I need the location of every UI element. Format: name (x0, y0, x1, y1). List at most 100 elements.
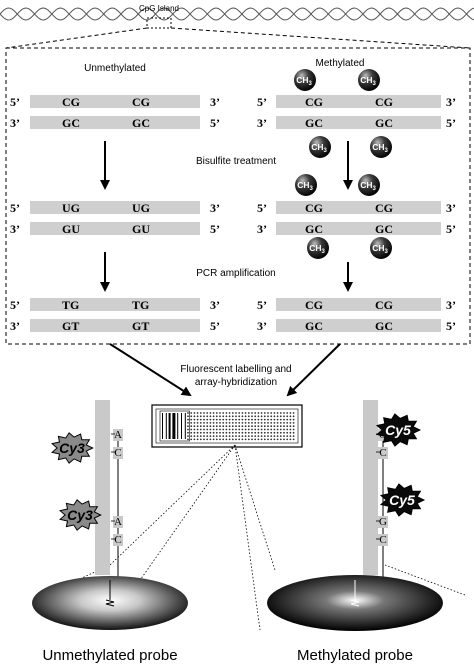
right-probe-base: C (379, 534, 386, 546)
strand-end-label: 5’ (446, 222, 456, 236)
methyl-subscript: 3 (372, 81, 376, 87)
zoom-line-left (5, 27, 148, 49)
methylated-title: Methylated (316, 58, 365, 69)
cpg-island-label: CpG Island (139, 4, 179, 13)
dinucleotide: CG (375, 298, 393, 312)
strand-bar (276, 222, 441, 235)
methylated-probe-label: Methylated probe (297, 647, 413, 664)
dinucleotide: GC (305, 222, 323, 236)
strand-end-label: 3’ (446, 298, 456, 312)
strand-bar (276, 116, 441, 129)
methyl-label: CH3 (360, 180, 376, 192)
cy5-dye-lower: Cy5 (379, 483, 426, 517)
dinucleotide: CG (305, 95, 323, 109)
methyl-subscript: 3 (308, 81, 312, 87)
strand-end-label: 3’ (446, 201, 456, 215)
dye-label: Cy3 (59, 440, 85, 456)
methyl-group-icon: CH3 (370, 136, 392, 158)
methyl-subscript: 3 (372, 186, 376, 192)
dinucleotide: GT (62, 319, 79, 333)
strand-end-label: 5’ (257, 95, 267, 109)
methyl-group-icon: CH3 (309, 136, 331, 158)
dinucleotide: CG (305, 298, 323, 312)
strand-end-label: 5’ (446, 116, 456, 130)
dinucleotide: TG (132, 298, 149, 312)
zoom-frame (5, 47, 471, 345)
strand-bar (276, 298, 441, 311)
left-probe-base: C (114, 534, 121, 546)
dinucleotide: UG (62, 201, 80, 215)
dinucleotide: GC (375, 222, 393, 236)
methyl-label: CH3 (360, 75, 376, 87)
probe-strands: ACACGCGC (111, 429, 388, 580)
strand-end-label: 3’ (210, 298, 220, 312)
strand-end-label: 3’ (210, 95, 220, 109)
strand-end-label: 5’ (10, 201, 20, 215)
strand-end-label: 5’ (257, 201, 267, 215)
right-probe-surface (363, 400, 378, 575)
array-label-line1: Fluorescent labelling and (180, 364, 291, 375)
cy5-dye-upper: Cy5 (375, 413, 422, 447)
strand-end-label: 5’ (210, 116, 220, 130)
methyl-subscript: 3 (384, 148, 388, 154)
dye-label: Cy3 (67, 507, 93, 523)
dinucleotide: GT (132, 319, 149, 333)
dinucleotide: GC (305, 319, 323, 333)
cy3-dye-upper: Cy3 (51, 432, 94, 464)
methyl-group-icon: CH3 (358, 174, 380, 196)
strand-end-label: 3’ (210, 201, 220, 215)
pcr-label: PCR amplification (196, 268, 275, 279)
left-probe-base: A (114, 516, 122, 528)
dinucleotide: GC (132, 116, 150, 130)
methyl-group-icon: CH3 (307, 237, 329, 259)
dinucleotide: TG (62, 298, 79, 312)
left-spot-anchor-icon (105, 599, 115, 607)
array-label-line2: array-hybridization (195, 377, 277, 388)
dinucleotide: GC (305, 116, 323, 130)
methyl-label: CH3 (296, 75, 312, 87)
spot-grid (187, 412, 295, 441)
methyl-label: CH3 (309, 243, 325, 255)
strand-bar (30, 201, 200, 214)
methyl-subscript: 3 (384, 249, 388, 255)
strand-end-label: 5’ (210, 222, 220, 236)
strand-bar (30, 222, 200, 235)
dinucleotide: CG (375, 95, 393, 109)
right-spot-anchor-icon (350, 599, 360, 607)
dinucleotide: GU (62, 222, 80, 236)
strand-bar (276, 95, 441, 108)
strand-end-label: 3’ (10, 116, 20, 130)
microarray-slide (151, 404, 303, 448)
left-probe-base: A (114, 429, 122, 441)
strand-end-label: 5’ (210, 319, 220, 333)
dinucleotide: CG (305, 201, 323, 215)
methyl-subscript: 3 (309, 186, 313, 192)
strand-bar (30, 95, 200, 108)
strand-end-label: 3’ (257, 222, 267, 236)
methyl-group-icon: CH3 (358, 69, 380, 91)
strand-end-label: 5’ (446, 319, 456, 333)
arrow-unmeth-to-array (109, 343, 192, 397)
left-probe-base: C (114, 447, 121, 459)
strand-bar (30, 298, 200, 311)
methyl-subscript: 3 (321, 249, 325, 255)
dye-label: Cy5 (385, 422, 411, 438)
methyl-label: CH3 (372, 243, 388, 255)
dye-label: Cy5 (389, 492, 415, 508)
barcode-icon (159, 410, 190, 442)
zoom-line-right (170, 27, 471, 49)
arrow-meth-to-array (286, 343, 341, 397)
strand-end-label: 3’ (446, 95, 456, 109)
methyl-group-icon: CH3 (294, 69, 316, 91)
dinucleotide: CG (62, 95, 80, 109)
strand-end-label: 3’ (10, 222, 20, 236)
